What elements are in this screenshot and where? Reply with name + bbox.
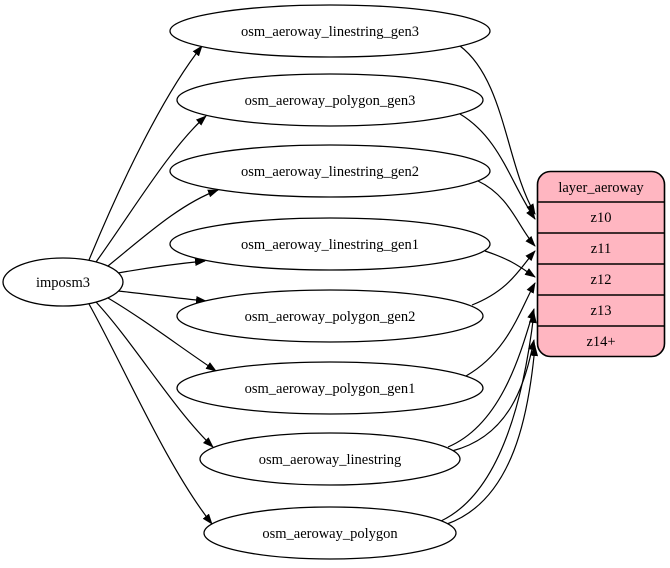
node-osm-aeroway-linestring-gen1: osm_aeroway_linestring_gen1 <box>169 217 491 271</box>
table-ellipse <box>169 4 491 58</box>
layer-row-z13: z13 <box>591 303 612 319</box>
edge-osm-aeroway-polygon-gen2-to-z11 <box>471 250 536 306</box>
edge-imposm3-to-osm-aeroway-polygon-gen3 <box>95 115 207 263</box>
node-osm-aeroway-linestring-gen3: osm_aeroway_linestring_gen3 <box>169 4 491 58</box>
edge-osm-aeroway-polygon-gen1-to-z12 <box>465 282 536 377</box>
table-label: osm_aeroway_polygon <box>262 526 398 542</box>
node-osm-aeroway-polygon-gen2: osm_aeroway_polygon_gen2 <box>176 289 484 343</box>
table-ellipse <box>176 361 484 415</box>
table-ellipse <box>176 289 484 343</box>
edge-osm-aeroway-polygon-gen3-to-z10 <box>459 113 536 220</box>
edge-imposm3-to-osm-aeroway-linestring-gen3 <box>88 45 203 261</box>
edge-imposm3-to-osm-aeroway-polygon-gen2 <box>117 290 207 305</box>
node-layer-aeroway: layer_aeroway z10 z11 z12 z13 z14+ <box>536 170 666 358</box>
node-osm-aeroway-linestring: osm_aeroway_linestring <box>199 432 461 486</box>
table-ellipse <box>176 73 484 127</box>
node-osm-aeroway-polygon: osm_aeroway_polygon <box>203 506 457 560</box>
edge-osm-aeroway-polygon-to-z13 <box>440 312 537 522</box>
table-label: osm_aeroway_polygon_gen1 <box>245 381 416 397</box>
table-label: osm_aeroway_linestring <box>259 452 402 468</box>
layer-row-z12: z12 <box>591 272 612 288</box>
table-label: osm_aeroway_linestring_gen3 <box>241 24 419 40</box>
edge-osm-aeroway-linestring-gen1-to-z12 <box>484 250 536 278</box>
node-osm-aeroway-polygon-gen1: osm_aeroway_polygon_gen1 <box>176 361 484 415</box>
table-label: osm_aeroway_linestring_gen2 <box>241 164 419 180</box>
edges-source-to-tables <box>88 45 219 525</box>
table-ellipse <box>169 217 491 271</box>
layer-title: layer_aeroway <box>558 180 644 196</box>
edge-imposm3-to-osm-aeroway-polygon-gen1 <box>107 297 217 372</box>
table-ellipse <box>199 432 461 486</box>
node-imposm3: imposm3 <box>2 257 124 307</box>
imposm3-ellipse <box>2 257 124 307</box>
edge-imposm3-to-osm-aeroway-linestring-gen1 <box>117 257 206 274</box>
edges-tables-to-layer <box>440 45 539 525</box>
table-label: osm_aeroway_polygon_gen2 <box>245 309 416 325</box>
edge-osm-aeroway-linestring-gen2-to-z11 <box>477 180 536 247</box>
table-ellipse <box>169 144 491 198</box>
edge-osm-aeroway-polygon-to-z14 <box>446 345 539 525</box>
layer-row-z14: z14+ <box>586 334 615 350</box>
table-label: osm_aeroway_linestring_gen1 <box>241 237 419 253</box>
edge-osm-aeroway-linestring-to-z13 <box>447 308 535 448</box>
layer-row-z11: z11 <box>591 241 611 257</box>
imposm3-label: imposm3 <box>36 275 90 291</box>
edge-osm-aeroway-linestring-gen3-to-z10 <box>459 45 536 215</box>
layer-row-z10: z10 <box>591 210 612 226</box>
edge-imposm3-to-osm-aeroway-linestring-gen2 <box>107 189 219 267</box>
edge-imposm3-to-osm-aeroway-polygon <box>88 303 213 525</box>
node-osm-aeroway-linestring-gen2: osm_aeroway_linestring_gen2 <box>169 144 491 198</box>
table-ellipse <box>203 506 457 560</box>
edge-imposm3-to-osm-aeroway-linestring <box>95 301 214 448</box>
table-label: osm_aeroway_polygon_gen3 <box>245 93 416 109</box>
node-osm-aeroway-polygon-gen3: osm_aeroway_polygon_gen3 <box>176 73 484 127</box>
